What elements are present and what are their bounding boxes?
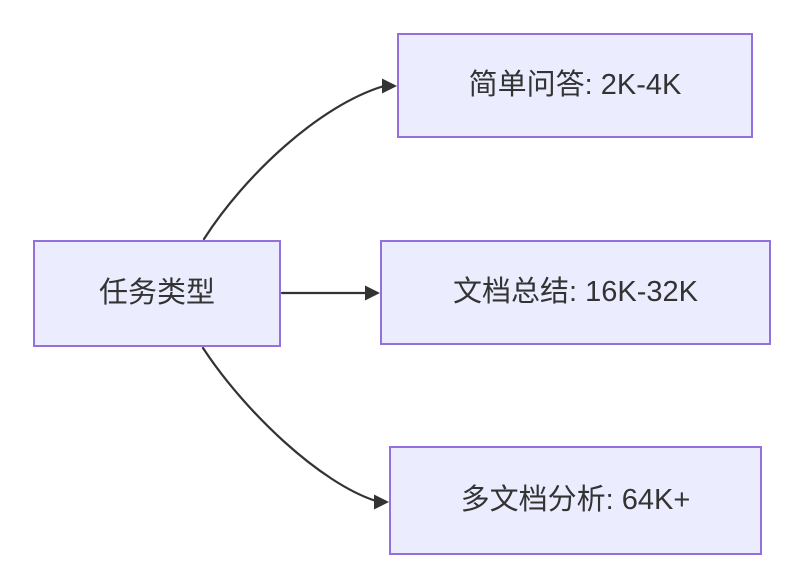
connector-bottom-curve [201,346,378,503]
node-simple-qa: 简单问答: 2K-4K [397,33,753,138]
node-doc-summary: 文档总结: 16K-32K [380,240,771,345]
node-simple-qa-label: 简单问答: 2K-4K [468,69,682,102]
arrowhead-middle-icon [365,285,380,301]
edge-root-to-simple-qa [202,78,397,241]
node-doc-summary-label: 文档总结: 16K-32K [453,276,698,309]
node-task-type-label: 任务类型 [98,277,215,310]
node-multi-doc-analysis-label: 多文档分析: 64K+ [460,484,691,517]
connector-top-curve [202,84,386,241]
arrowhead-bottom-icon [374,494,389,510]
arrowhead-top-icon [382,78,397,94]
node-multi-doc-analysis: 多文档分析: 64K+ [389,446,762,555]
node-task-type: 任务类型 [33,240,281,347]
edge-root-to-multi-doc [201,346,389,510]
edge-root-to-doc-summary [280,285,380,301]
